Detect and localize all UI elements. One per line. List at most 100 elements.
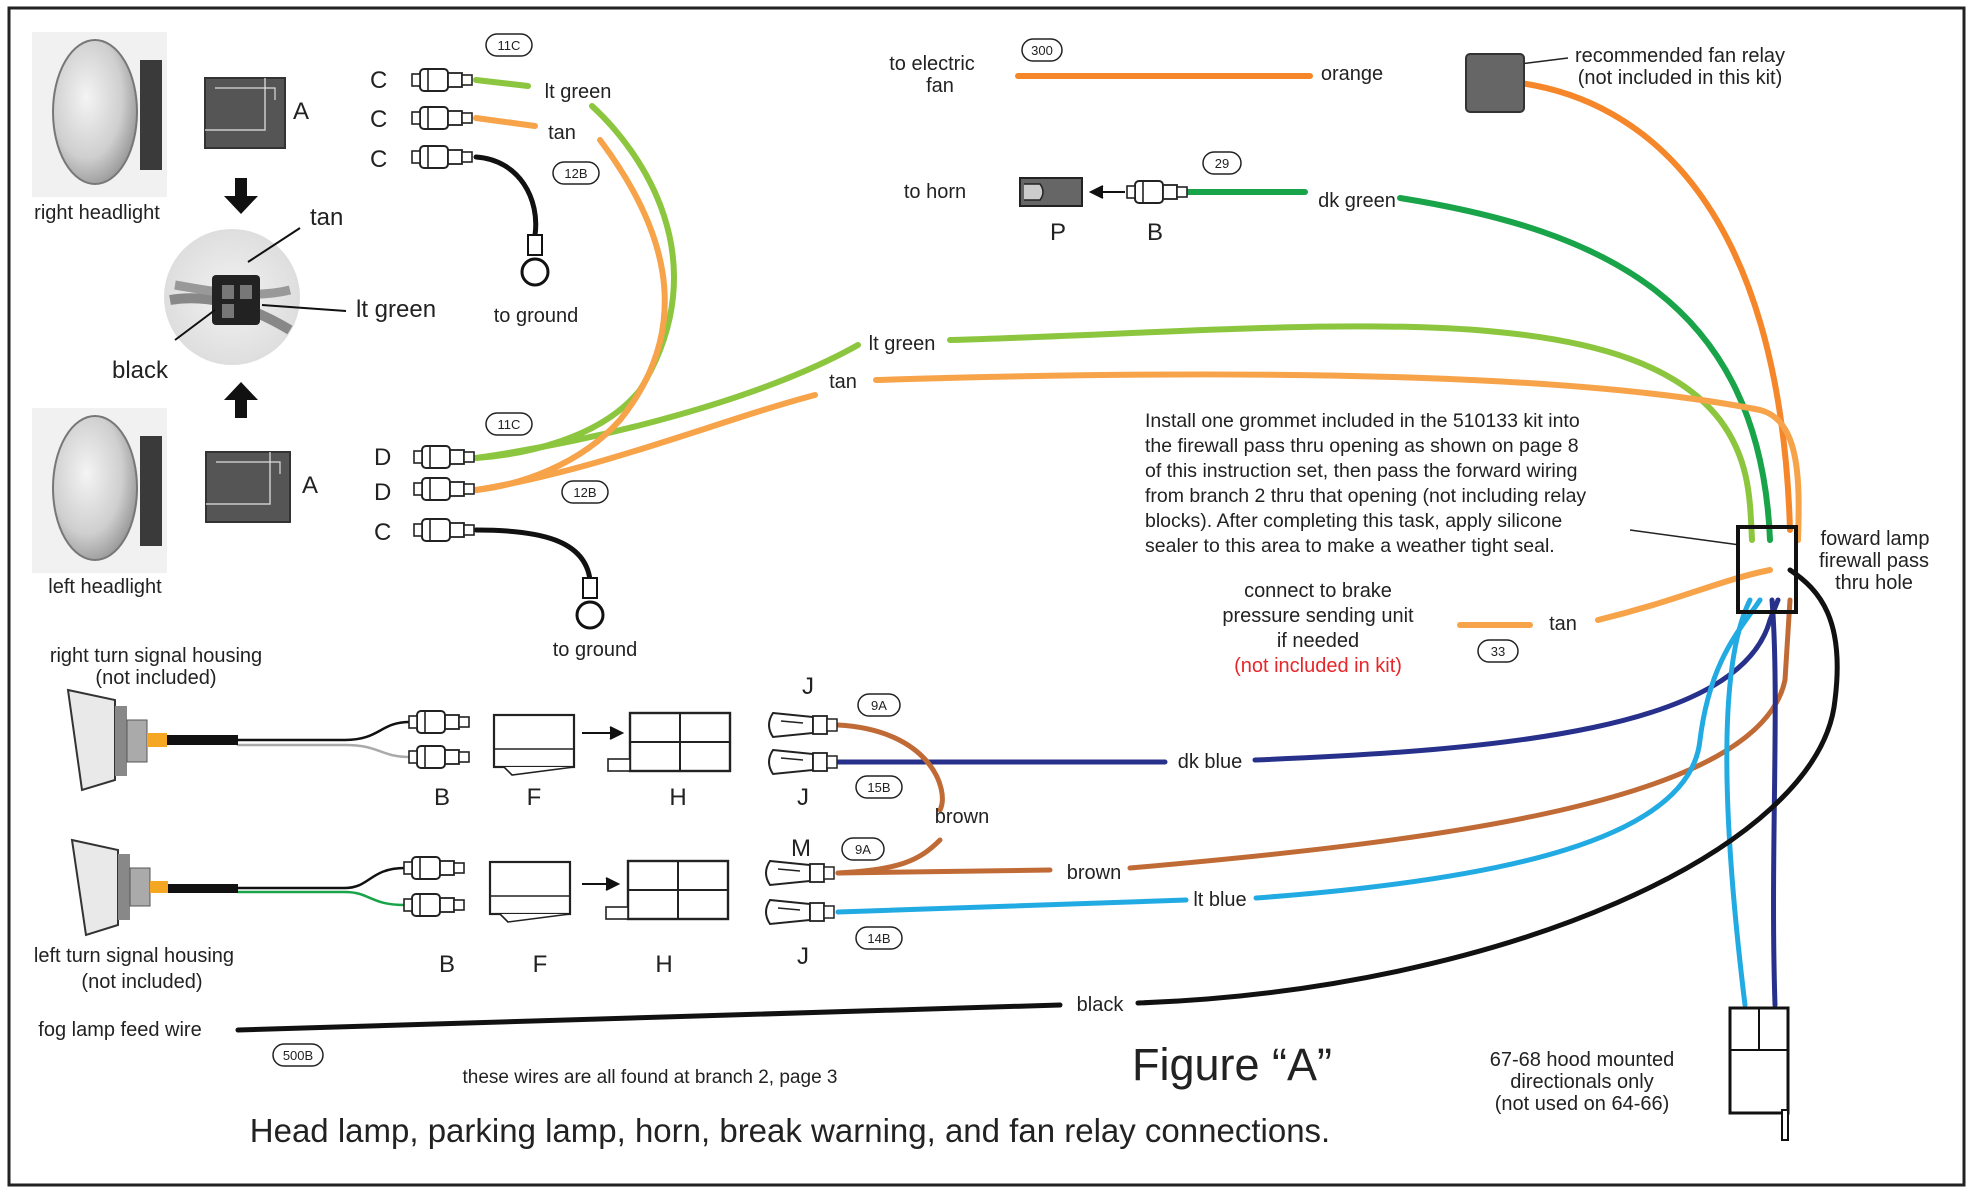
tag-500b: 500B — [272, 1043, 324, 1067]
figure-note: these wires are all found at branch 2, p… — [463, 1067, 838, 1088]
letter-b-horn: B — [1147, 219, 1163, 246]
ground-lug-top — [520, 234, 550, 287]
right-turn-signal-housing — [66, 688, 238, 792]
hood-label-1: 67-68 hood mounted — [1490, 1049, 1675, 1071]
tag-29: 29 — [1202, 151, 1242, 175]
wire-label-lt-blue: lt blue — [1193, 889, 1246, 911]
arrow-up-icon — [224, 382, 258, 418]
svg-text:9A: 9A — [871, 698, 887, 713]
connector-a-top — [204, 77, 286, 149]
svg-text:300: 300 — [1031, 43, 1053, 58]
left-turn-label-2: (not included) — [81, 971, 202, 993]
svg-text:11C: 11C — [498, 417, 521, 432]
terminal-j2 — [768, 749, 838, 775]
brake-warning-text: (not included in kit) — [1234, 655, 1402, 677]
svg-text:blocks). After completing this: blocks). After completing this task, app… — [1145, 510, 1562, 532]
ground-lug-bottom — [575, 577, 605, 630]
wire-label-brown-2: brown — [1067, 862, 1121, 884]
figure-caption: Head lamp, parking lamp, horn, break war… — [250, 1112, 1330, 1149]
wire-label-lt-green-2: lt green — [869, 333, 936, 355]
terminal-j1 — [768, 712, 838, 738]
connector-photo — [164, 227, 347, 365]
tag-12b-bottom: 12B — [561, 480, 609, 504]
letter-c3: C — [370, 146, 387, 173]
svg-text:sealer to this area to make a: sealer to this area to make a weather ti… — [1145, 535, 1555, 557]
right-turn-lead-black — [236, 720, 412, 742]
lt-blue-wire-right — [1253, 597, 1763, 901]
tag-12b-top: 12B — [552, 161, 600, 185]
black-wire-fog-left — [235, 1002, 1063, 1033]
letter-f-left: F — [533, 951, 548, 978]
svg-text:9A: 9A — [855, 842, 871, 857]
tag-11c-bottom: 11C — [485, 412, 533, 436]
hood-directionals-connector — [1728, 1006, 1790, 1141]
tag-33: 33 — [1477, 639, 1519, 663]
tag-9a-bottom: 9A — [841, 837, 885, 861]
tan-wire-loop — [473, 115, 668, 493]
orange-wire-relay — [1517, 80, 1793, 533]
fan-relay-label-2: (not included in this kit) — [1578, 67, 1783, 89]
letter-b-right: B — [434, 784, 450, 811]
brake-label: connect to brake pressure sending unit i… — [1222, 580, 1414, 677]
fog-lamp-label: fog lamp feed wire — [38, 1019, 201, 1041]
svg-text:connect to brake: connect to brake — [1244, 580, 1392, 602]
fan-relay-icon — [1465, 53, 1525, 113]
to-electric-fan-1: to electric — [889, 53, 975, 75]
firewall-label: foward lamp firewall pass thru hole — [1819, 528, 1929, 594]
svg-text:Install one grommet included i: Install one grommet included in the 5101… — [1145, 410, 1580, 432]
svg-text:33: 33 — [1491, 644, 1505, 659]
to-ground-label-top: to ground — [494, 305, 579, 327]
wire-label-lt-green-1: lt green — [545, 81, 612, 103]
letter-h-left: H — [655, 951, 672, 978]
connector-a-bottom — [205, 451, 291, 523]
svg-text:foward lamp: foward lamp — [1821, 528, 1930, 550]
svg-text:500B: 500B — [283, 1048, 313, 1063]
block-f-right — [492, 713, 576, 777]
lt-blue-wire-left — [835, 897, 1189, 915]
connector-a-top-letter: A — [293, 98, 309, 125]
terminal-m — [765, 860, 835, 886]
black-wire-ground-top — [473, 154, 539, 238]
left-headlight-label: left headlight — [48, 576, 162, 598]
tan-wire-brake-right — [1595, 567, 1773, 623]
left-turn-signal-housing — [70, 838, 238, 937]
brown-wire-right — [1127, 597, 1793, 871]
figure-title: Figure “A” — [1132, 1039, 1332, 1090]
svg-text:the firewall pass thru opening: the firewall pass thru opening as shown … — [1145, 435, 1579, 457]
letter-d1: D — [374, 444, 391, 471]
wire-label-tan-2: tan — [829, 371, 857, 393]
tag-9a-top: 9A — [857, 693, 901, 717]
letter-m: M — [791, 835, 811, 862]
arrow-right-icon-1 — [582, 726, 625, 740]
letter-j3: J — [797, 943, 809, 970]
svg-text:pressure sending unit: pressure sending unit — [1222, 605, 1414, 627]
svg-text:from branch 2 thru that openin: from branch 2 thru that opening (not inc… — [1145, 485, 1586, 507]
left-turn-label-1: left turn signal housing — [34, 945, 234, 967]
tag-15b: 15B — [855, 775, 903, 799]
right-turn-lead-gray — [236, 743, 412, 759]
dk-blue-wire-hood — [1769, 597, 1778, 1008]
svg-text:firewall pass: firewall pass — [1819, 550, 1929, 572]
hood-label-2: directionals only — [1510, 1071, 1653, 1093]
arrow-down-icon — [224, 178, 258, 214]
arrow-left-icon — [1088, 185, 1125, 199]
terminal-j3 — [765, 899, 835, 925]
to-horn-label: to horn — [904, 181, 966, 203]
lt-green-wire-right — [947, 323, 1755, 543]
arrow-right-icon-2 — [582, 877, 621, 891]
black-wire-fog-right — [1135, 567, 1840, 1006]
photo-tan-label: tan — [310, 204, 343, 231]
wire-label-black: black — [1077, 994, 1125, 1016]
relay-leader-line — [1519, 57, 1569, 65]
figure-frame — [7, 6, 1966, 1187]
wire-label-dk-green: dk green — [1318, 190, 1396, 212]
connector-a-bottom-letter: A — [302, 472, 318, 499]
right-headlight-image — [32, 32, 167, 197]
svg-text:12B: 12B — [573, 485, 596, 500]
right-headlight-label: right headlight — [34, 202, 160, 224]
right-turn-label-1: right turn signal housing — [50, 645, 262, 667]
letter-b-left: B — [439, 951, 455, 978]
fan-relay-label-1: recommended fan relay — [1575, 45, 1785, 67]
svg-text:15B: 15B — [867, 780, 890, 795]
